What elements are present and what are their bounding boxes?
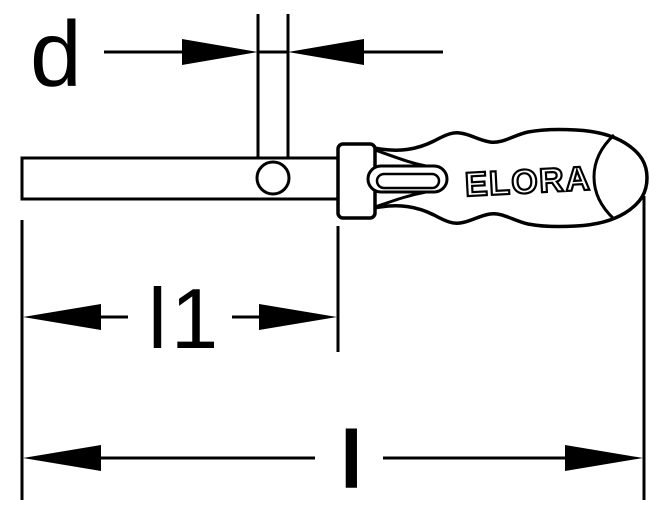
dimension-l [23,196,646,500]
dim-d-arrow-right [288,39,364,65]
dim-l1-label: l1 [148,272,222,367]
dim-l-arrow-left [23,445,101,471]
shaft-hole [255,160,291,196]
dimension-l1 [20,220,340,500]
shaft-blade [20,156,340,201]
handle-outline [372,127,649,229]
dim-d-label: d [30,2,82,106]
dim-d-arrow-left [182,39,258,65]
dim-l1-arrow-right [259,304,337,330]
handle-slot-inner [375,172,441,190]
dim-l-arrow-right [565,445,643,471]
dim-l-label: l [340,415,363,506]
dimension-d [104,14,443,159]
dim-l1-arrow-left [23,304,101,330]
handle-endcap-curve [592,133,616,221]
brand-logo-text: ELORA [464,160,592,205]
handle: ELORA [336,127,649,229]
shaft-outline [20,156,340,201]
